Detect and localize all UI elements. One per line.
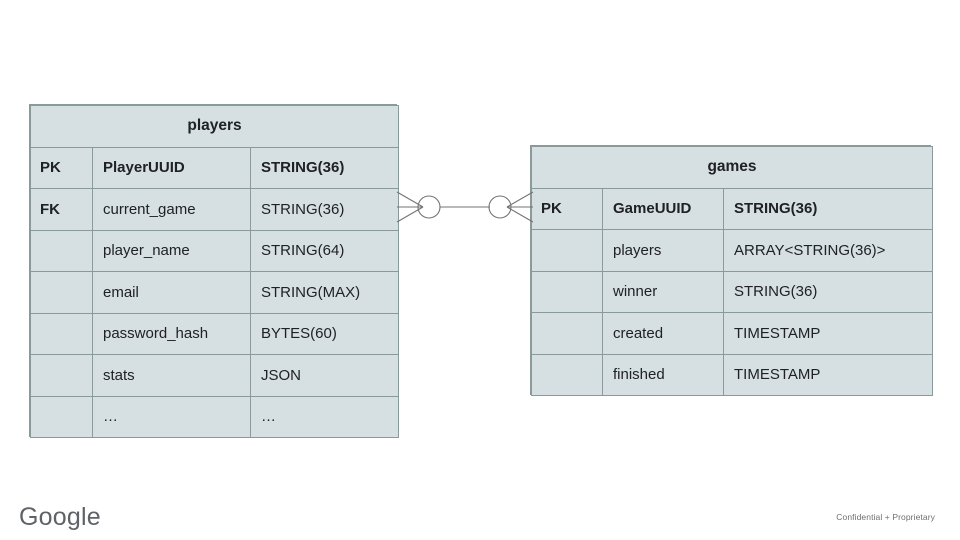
entity-body-games: games PK GameUUID STRING(36) players ARR… [531, 146, 933, 396]
column-name: email [92, 271, 251, 314]
entity-table-games[interactable]: games PK GameUUID STRING(36) players ARR… [530, 145, 933, 396]
column-key [531, 312, 603, 355]
google-logo: Google [19, 503, 101, 531]
entity-table-players[interactable]: players PK PlayerUUID STRING(36) FK curr… [29, 104, 400, 438]
column-name: winner [602, 270, 724, 313]
column-name: player_name [92, 229, 251, 272]
column-name: password_hash [92, 312, 251, 355]
table-row[interactable]: email STRING(MAX) [30, 271, 400, 314]
crowsfoot-left-icon [396, 191, 424, 223]
table-row[interactable]: password_hash BYTES(60) [30, 312, 400, 355]
column-key: FK [30, 188, 93, 231]
column-type: STRING(36) [723, 270, 933, 313]
entity-title-games: games [531, 146, 933, 189]
column-name: current_game [92, 188, 251, 231]
entity-title-row: games [531, 146, 933, 189]
column-key: PK [30, 146, 93, 189]
column-type: STRING(64) [249, 229, 400, 272]
column-key [531, 229, 603, 272]
column-key [531, 270, 603, 313]
table-row-ellipsis[interactable]: … … [30, 395, 400, 438]
column-type: ARRAY<STRING(36)> [723, 229, 933, 272]
column-type: JSON [249, 354, 400, 397]
column-name: stats [92, 354, 251, 397]
column-type: TIMESTAMP [723, 353, 933, 396]
table-row[interactable]: PK PlayerUUID STRING(36) [30, 146, 400, 189]
table-row[interactable]: player_name STRING(64) [30, 229, 400, 272]
column-type: BYTES(60) [249, 312, 400, 355]
entity-body-players: players PK PlayerUUID STRING(36) FK curr… [29, 105, 400, 438]
column-type: STRING(MAX) [249, 271, 400, 314]
column-key [30, 271, 93, 314]
column-type: STRING(36) [249, 146, 400, 189]
table-row[interactable]: winner STRING(36) [531, 270, 933, 313]
optionality-circle-left-icon [417, 195, 441, 219]
entity-title-players: players [29, 105, 400, 148]
relationship-connector-players-games [396, 191, 534, 223]
column-name: … [92, 395, 251, 438]
table-row[interactable]: players ARRAY<STRING(36)> [531, 229, 933, 272]
entity-title-row: players [29, 105, 400, 148]
column-key: PK [531, 187, 603, 230]
column-key [531, 353, 603, 396]
table-row[interactable]: FK current_game STRING(36) [30, 188, 400, 231]
entity-grid-games: games PK GameUUID STRING(36) players ARR… [531, 146, 933, 396]
column-name: PlayerUUID [92, 146, 251, 189]
column-type: STRING(36) [723, 187, 933, 230]
optionality-circle-right-icon [488, 195, 512, 219]
column-name: created [602, 312, 724, 355]
table-row[interactable]: stats JSON [30, 354, 400, 397]
column-key [30, 312, 93, 355]
confidentiality-note: Confidential + Proprietary [836, 512, 935, 522]
table-row[interactable]: PK GameUUID STRING(36) [531, 187, 933, 230]
column-type: STRING(36) [249, 188, 400, 231]
column-type: TIMESTAMP [723, 312, 933, 355]
column-name: players [602, 229, 724, 272]
entity-grid-players: players PK PlayerUUID STRING(36) FK curr… [29, 105, 400, 438]
column-name: GameUUID [602, 187, 724, 230]
column-name: finished [602, 353, 724, 396]
column-key [30, 229, 93, 272]
column-type: … [249, 395, 400, 438]
column-key [30, 395, 93, 438]
table-row[interactable]: finished TIMESTAMP [531, 353, 933, 396]
column-key [30, 354, 93, 397]
table-row[interactable]: created TIMESTAMP [531, 312, 933, 355]
